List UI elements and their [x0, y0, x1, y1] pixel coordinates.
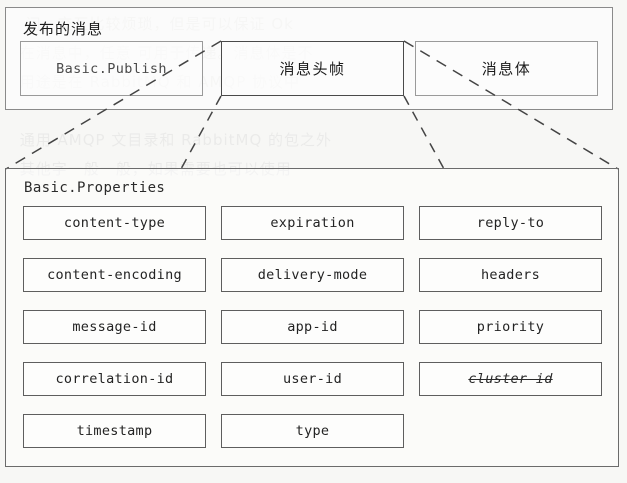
message-body-label: 消息体 — [481, 60, 532, 78]
properties-grid: content-type expiration reply-to content-en… — [23, 206, 603, 448]
property-label: type — [295, 423, 330, 439]
property-label: headers — [481, 267, 540, 283]
property-box: content-type — [23, 206, 206, 240]
property-box: cluster id — [419, 362, 602, 396]
property-label: expiration — [270, 215, 355, 231]
message-header-frame-label: 消息头帧 — [279, 60, 346, 78]
property-box: correlation-id — [23, 362, 206, 396]
property-box: expiration — [221, 206, 404, 240]
message-body-box: 消息体 — [415, 41, 598, 96]
published-message-title: 发布的消息 — [23, 20, 104, 38]
property-label: content-encoding — [47, 267, 182, 283]
property-box: content-encoding — [23, 258, 206, 292]
property-box-empty — [419, 414, 602, 448]
property-box: delivery-mode — [221, 258, 404, 292]
property-box: app-id — [221, 310, 404, 344]
property-box: headers — [419, 258, 602, 292]
property-label: timestamp — [76, 423, 153, 439]
property-box: timestamp — [23, 414, 206, 448]
property-box: reply-to — [419, 206, 602, 240]
message-header-frame-box: 消息头帧 — [221, 41, 404, 96]
property-box: type — [221, 414, 404, 448]
property-box: message-id — [23, 310, 206, 344]
basic-publish-label: Basic.Publish — [56, 60, 167, 77]
property-label: message-id — [72, 319, 157, 335]
property-label: app-id — [287, 319, 338, 335]
property-label: reply-to — [476, 215, 545, 231]
basic-properties-panel: Basic.Properties content-type expiration r… — [5, 168, 619, 467]
property-box: user-id — [221, 362, 404, 396]
basic-publish-box: Basic.Publish — [20, 41, 203, 96]
property-label: content-type — [63, 215, 166, 231]
property-label: delivery-mode — [257, 267, 368, 283]
property-label: user-id — [283, 371, 342, 387]
basic-properties-title: Basic.Properties — [24, 180, 166, 196]
property-label: cluster id — [468, 371, 553, 387]
property-label: correlation-id — [55, 371, 174, 387]
property-label: priority — [476, 319, 545, 335]
property-box: priority — [419, 310, 602, 344]
